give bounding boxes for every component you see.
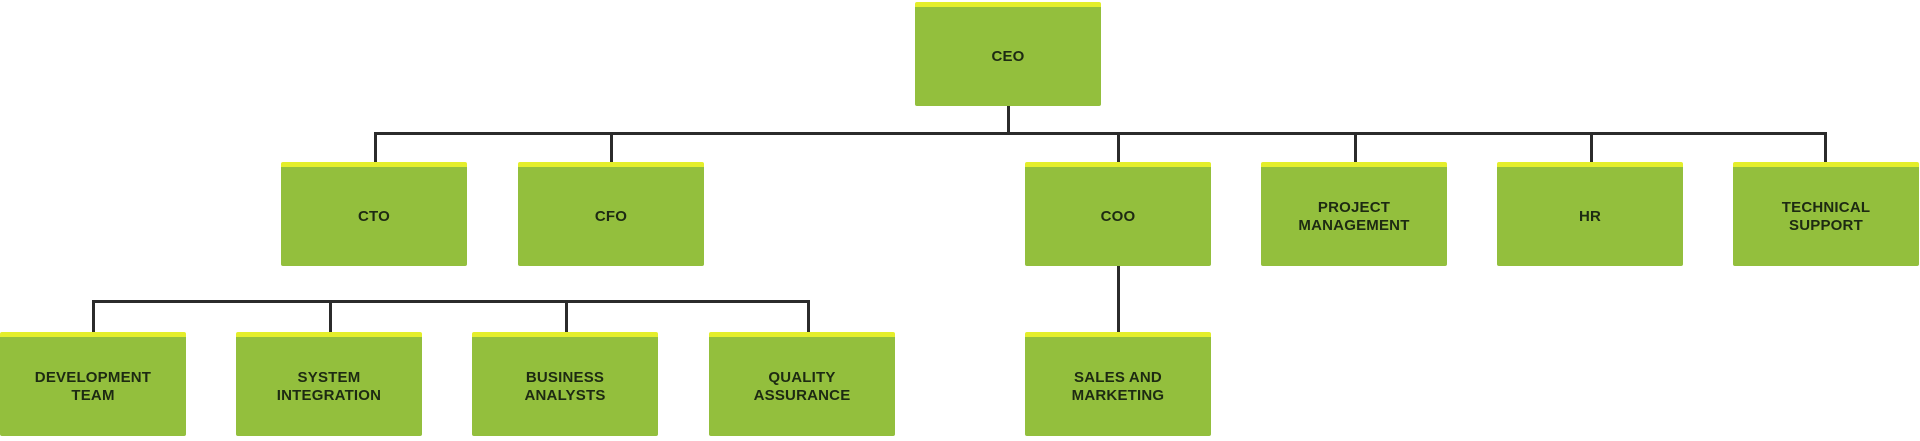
node-label: PROJECT MANAGEMENT	[1298, 198, 1410, 234]
connector-to-business-analysts	[565, 300, 568, 332]
node-label: CTO	[358, 207, 390, 225]
node-quality-assurance: QUALITY ASSURANCE	[709, 332, 895, 436]
connector-to-development-team	[92, 300, 95, 332]
node-development-team: DEVELOPMENT TEAM	[0, 332, 186, 436]
connector-to-cfo	[610, 132, 613, 162]
node-label: CFO	[594, 207, 628, 225]
node-cto: CTO	[281, 162, 467, 266]
node-business-analysts: BUSINESS ANALYSTS	[472, 332, 658, 436]
node-label: QUALITY ASSURANCE	[753, 368, 851, 404]
node-sales-and-marketing: SALES AND MARKETING	[1025, 332, 1211, 436]
node-label: COO	[1100, 207, 1136, 225]
connector-to-cto	[374, 132, 377, 162]
node-technical-support: TECHNICAL SUPPORT	[1733, 162, 1919, 266]
connector-to-quality-assurance	[807, 300, 810, 332]
node-label: HR	[1578, 207, 1602, 225]
connector-level1-bus	[374, 132, 1827, 135]
node-label: SYSTEM INTEGRATION	[276, 368, 382, 404]
node-label: BUSINESS ANALYSTS	[524, 368, 606, 404]
connector-to-hr	[1590, 132, 1593, 162]
connector-ceo-down	[1007, 106, 1010, 135]
node-label: TECHNICAL SUPPORT	[1781, 198, 1871, 234]
node-cfo: CFO	[518, 162, 704, 266]
node-label: CEO	[991, 47, 1025, 65]
connector-level2-bus	[92, 300, 810, 303]
connector-to-technical-support	[1824, 132, 1827, 162]
node-label: DEVELOPMENT TEAM	[34, 368, 152, 404]
connector-to-project-management	[1354, 132, 1357, 162]
node-hr: HR	[1497, 162, 1683, 266]
node-project-management: PROJECT MANAGEMENT	[1261, 162, 1447, 266]
node-system-integration: SYSTEM INTEGRATION	[236, 332, 422, 436]
node-label: SALES AND MARKETING	[1071, 368, 1165, 404]
node-coo: COO	[1025, 162, 1211, 266]
connector-to-coo	[1117, 132, 1120, 162]
node-ceo: CEO	[915, 2, 1101, 106]
connector-coo-to-sales-and-marketing	[1117, 266, 1120, 332]
connector-to-system-integration	[329, 300, 332, 332]
